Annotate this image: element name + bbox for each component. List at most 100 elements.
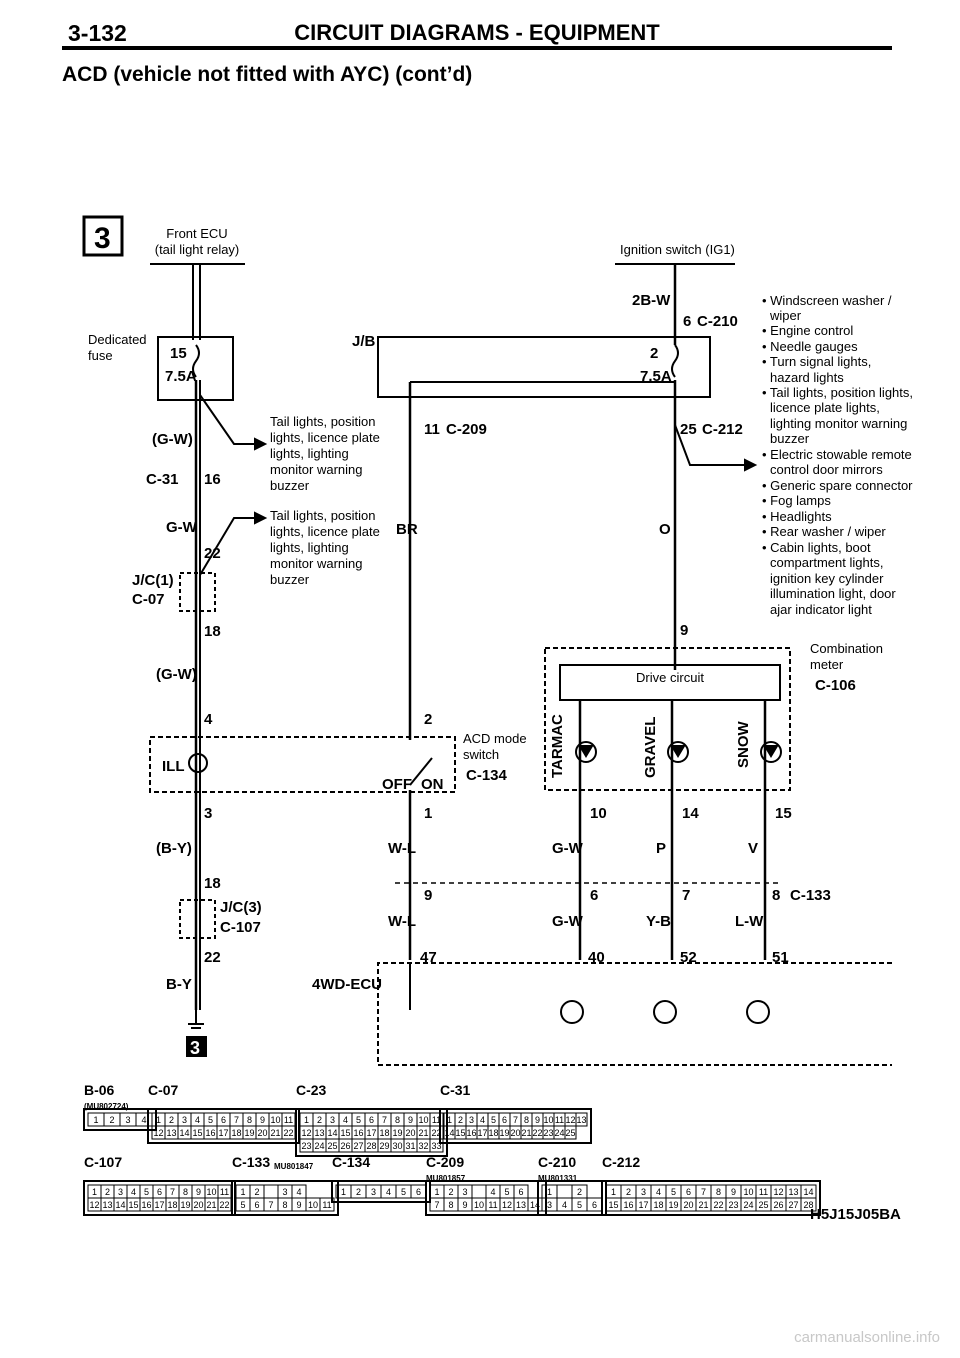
ig-load-10: • Electric stowable remote (762, 447, 912, 462)
connector-pin-number: 21 (418, 1128, 428, 1138)
connector-pin-number: 18 (167, 1200, 177, 1210)
connector-pin-number: 14 (115, 1200, 125, 1210)
footer-watermark: carmanualsonline.info (794, 1329, 940, 1346)
led-tarmac-label: TARMAC (549, 714, 566, 778)
connector-pin-number: 3 (330, 1115, 335, 1125)
connector-pin-number: 25 (758, 1200, 768, 1210)
connector-pin-number: 26 (773, 1200, 783, 1210)
connector-pin-number: 20 (405, 1128, 415, 1138)
connector-pin-cell (556, 1184, 573, 1199)
tail-branch-2-arrow (254, 511, 268, 525)
tail-branch-1-arrow (254, 437, 268, 451)
connector-pin-number: 2 (254, 1187, 259, 1197)
conn-c106: C-106 (815, 677, 856, 694)
off-label: OFF (382, 776, 412, 793)
connector-pin-number: 23 (543, 1128, 553, 1138)
connector-pin-number: 6 (502, 1115, 507, 1125)
connector-pin-number: 9 (731, 1187, 736, 1197)
wire-yb: Y-B (646, 913, 671, 930)
connector-pin-number: 6 (686, 1187, 691, 1197)
jc1-label: J/C(1) (132, 572, 174, 589)
connector-pin-number: 5 (504, 1187, 509, 1197)
led-gravel-label: GRAVEL (642, 717, 659, 778)
connector-part-number: MU801331 (538, 1174, 578, 1183)
connector-pin-number: 2 (458, 1115, 463, 1125)
connector-pin-number: 8 (282, 1200, 287, 1210)
connector-body (147, 1108, 300, 1144)
connector-pin-number: 3 (469, 1115, 474, 1125)
connector-pin-number: 15 (340, 1128, 350, 1138)
connector-pin-number: 12 (89, 1200, 99, 1210)
ill-label: ILL (162, 758, 185, 775)
connector-pin-number: 15 (128, 1200, 138, 1210)
wire-gw-paren: (G-W) (152, 431, 193, 448)
connector-pin-number: 7 (434, 1200, 439, 1210)
connector-pin-number: 6 (592, 1200, 597, 1210)
wire-wl-2: W-L (388, 913, 416, 930)
tail-branch-2 (199, 517, 255, 576)
connector-pin-number: 10 (418, 1115, 428, 1125)
connector-pin-number: 7 (382, 1115, 387, 1125)
connector-pin-number: 19 (392, 1128, 402, 1138)
ignition-label: Ignition switch (IG1) (620, 242, 735, 257)
connector-pin-number: 23 (301, 1141, 311, 1151)
connector-code-label: C-133 (232, 1154, 270, 1170)
front-ecu-label-2: (tail light relay) (155, 242, 240, 257)
connector-pin-number: 1 (547, 1187, 552, 1197)
connector-pin-number: 7 (268, 1200, 273, 1210)
connector-pin-number: 28 (803, 1200, 813, 1210)
connector-pin-number: 22 (219, 1200, 229, 1210)
connector-pin-number: 18 (653, 1200, 663, 1210)
connector-pin-number: 19 (244, 1128, 254, 1138)
connector-pin-number: 5 (208, 1115, 213, 1125)
page-number: 3-132 (68, 20, 127, 46)
connector-pin-number: 19 (180, 1200, 190, 1210)
pin-10: 10 (590, 805, 607, 822)
connector-pin-number: 21 (270, 1128, 280, 1138)
conn-c07: C-07 (132, 591, 165, 608)
connector-pin-number: 16 (205, 1128, 215, 1138)
connector-pin-number: 21 (521, 1128, 531, 1138)
connector-pin-number: 13 (314, 1128, 324, 1138)
wire-by: B-Y (166, 976, 192, 993)
connector-pin-number: 17 (638, 1200, 648, 1210)
connector-pin-number: 20 (257, 1128, 267, 1138)
connector-pin-number: 6 (416, 1187, 421, 1197)
connector-code-label: C-209 (426, 1154, 464, 1170)
fuse-2-rating: 7.5A (640, 368, 672, 385)
wire-o: O (659, 521, 671, 538)
connector-pin-number: 25 (565, 1128, 575, 1138)
ig-load-12: • Generic spare connector (762, 478, 913, 493)
wire-by-paren: (B-Y) (156, 840, 192, 857)
ig-load-15: • Rear washer / wiper (762, 524, 886, 539)
tail-branch-1 (199, 394, 255, 445)
wire-p: P (656, 840, 666, 857)
led-snow-diode (763, 745, 779, 758)
connector-pin-number: 3 (462, 1187, 467, 1197)
ig-load-8: lighting monitor warning (770, 416, 907, 431)
connector-pin-number: 23 (728, 1200, 738, 1210)
connector-pin-number: 8 (716, 1187, 721, 1197)
pin-18b: 18 (204, 875, 221, 892)
connector-code-label: C-23 (296, 1082, 327, 1098)
connector-pin-number: 7 (513, 1115, 518, 1125)
connector-pin-number: 25 (327, 1141, 337, 1151)
connector-body (601, 1180, 821, 1216)
connector-pin-number: 16 (353, 1128, 363, 1138)
connector-body (295, 1108, 448, 1157)
connector-pin-number: 4 (131, 1187, 136, 1197)
connector-pin-number: 4 (343, 1115, 348, 1125)
fuse-15-symbol (192, 344, 200, 378)
wire-gw-paren-2: (G-W) (156, 666, 197, 683)
connector-pin-number: 2 (356, 1187, 361, 1197)
ig-load-7: licence plate lights, (770, 400, 880, 415)
drive-circuit: Drive circuit (636, 670, 704, 685)
connector-code-label: C-07 (148, 1082, 179, 1098)
pin-9: 9 (680, 622, 688, 639)
connector-pin-number: 12 (153, 1128, 163, 1138)
connector-pin-number: 6 (254, 1200, 259, 1210)
